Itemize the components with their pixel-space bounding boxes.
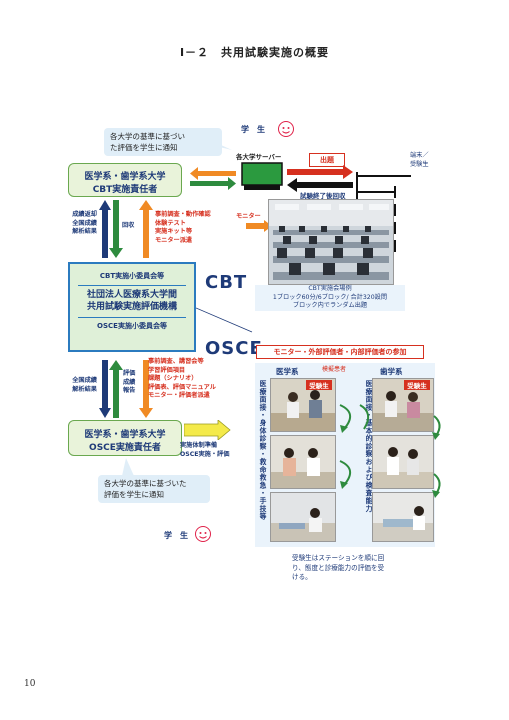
evaluator-box: モニター・外部評価者・内部評価者の参加 (256, 345, 424, 359)
osce-heading: OSCE (205, 338, 263, 359)
terminal-label: 端末／ 受験生 (410, 152, 429, 169)
station-rotation-arrows (339, 404, 370, 489)
cbt-vertical-arrows (99, 200, 153, 258)
collect-label: 試験終了後回収 (300, 192, 346, 200)
arrow-text-line: 体験テスト (155, 219, 186, 227)
caption-line: ブロック内でランダム出題 (292, 302, 368, 310)
arrow-text-line: 実施キット等 (155, 228, 193, 236)
station-note: 受験生はステーションを順に回 り、態度と診療能力の評価を受 ける。 (292, 554, 432, 583)
osce-right-arrow-text: 事前調査、講習会等 学習評価項目 課題（シナリオ） 評価表、評価マニュアル モニ… (148, 358, 216, 401)
osce-notify-bubble: 各大学の基準に基づいた 評価を学生に通知 (98, 475, 210, 503)
bubble-line: た評価を学生に通知 (110, 143, 178, 152)
monitor-label: モニター (236, 213, 261, 220)
terminal-label-line: 端末／ (410, 152, 429, 159)
collect-arrow (287, 178, 353, 192)
section-divider (196, 307, 253, 333)
bubble-pointer (190, 140, 232, 150)
dental-photo-2 (372, 435, 434, 489)
arrow-text-line: 全国成績 (72, 219, 97, 227)
arrow-text-line: 成績 (123, 378, 136, 386)
arrow-text-line: 報告 (123, 387, 136, 395)
arrow-text-line: モニター・評価者派遣 (148, 392, 210, 400)
box-line: CBT実施責任者 (92, 185, 158, 195)
page-title: Ⅰ－２ 共用試験実施の概要 (179, 46, 330, 59)
arrow-text-line: 事前調査、講習会等 (148, 358, 204, 365)
arrow-text-line: 課題（シナリオ） (148, 375, 198, 383)
cbt-student-label: 学 生 (241, 125, 265, 134)
osce-committee-label: OSCE実施小委員会等 (97, 322, 167, 330)
page-number: 10 (24, 679, 36, 689)
note-line: 受験生はステーションを順に回 (292, 554, 385, 562)
arrow-text-line: 評価 (123, 370, 136, 377)
bubble-line: 評価を学生に通知 (104, 490, 164, 499)
caption-line: 1ブロック60分/6ブロック/ 合計320設問 (272, 293, 388, 301)
simulated-patient-label: 模擬患者 (322, 366, 347, 373)
bubble-line: 各大学の基準に基づいた (104, 479, 187, 488)
monitor-arrow (246, 220, 272, 232)
box-line: 医学系・歯学系大学 (84, 430, 166, 440)
smile-icon (278, 121, 294, 137)
univ-server-arrows (190, 167, 236, 190)
implementation-arrow (184, 420, 231, 440)
org-name-line: 社団法人医療系大学間 (86, 290, 177, 300)
bubble-pointer (122, 458, 134, 476)
cbt-right-arrow-text: 事前調査・動作確認 体験テスト 実施キット等 モニター派遣 (155, 211, 211, 245)
server-icon (241, 162, 283, 190)
cbt-photo-caption: CBT実施会場例 1ブロック60分/6ブロック/ 合計320設問 ブロック内でラ… (255, 285, 405, 311)
cbt-committee-label: CBT実施小委員会等 (99, 272, 165, 280)
osce-left-arrow-text: 全国成績 解析結果 (61, 377, 97, 394)
medical-label: 医学系 (276, 367, 299, 376)
arrow-text-line: 全国成績 (72, 377, 97, 384)
arrow-text-line: モニター派遣 (155, 236, 193, 244)
organization-box: CBT実施小委員会等 社団法人医療系大学間 共用試験実施評価機構 OSCE実施小… (68, 262, 196, 352)
impl-label-line: OSCE実施・評価 (180, 450, 230, 458)
cbt-venue-photo (268, 199, 394, 285)
arrow-text-line: 事前調査・動作確認 (155, 211, 211, 218)
box-line: OSCE実施責任者 (89, 443, 161, 453)
medical-vertical-text: 医療面接・身体診察・救命救急・手技等 (258, 380, 266, 521)
terminal-arrows (287, 165, 353, 179)
arrow-text-line: 成績返却 (72, 211, 97, 218)
dental-label: 歯学系 (380, 367, 403, 376)
note-line: ける。 (292, 573, 312, 581)
medical-photo-3 (270, 492, 336, 542)
dental-photo-3 (372, 492, 434, 542)
question-label: 出題 (309, 153, 345, 167)
arrow-text-line: 解析結果 (72, 228, 97, 236)
smile-icon (195, 526, 211, 542)
examinee-tag: 受験生 (306, 380, 332, 390)
osce-vertical-arrows (99, 360, 153, 418)
examinee-tag: 受験生 (404, 380, 430, 390)
arrow-text-line: 学習評価項目 (148, 366, 186, 374)
arrow-text-line: 解析結果 (72, 385, 97, 393)
cbt-left-arrow-text: 成績返却 全国成績 解析結果 (61, 211, 97, 237)
osce-university-box: 医学系・歯学系大学 OSCE実施責任者 (68, 420, 182, 456)
terminal-label-line: 受験生 (410, 160, 429, 168)
box-line: 医学系・歯学系大学 (84, 172, 166, 182)
caption-line: CBT実施会場例 (308, 285, 352, 292)
cbt-mid-arrow-text: 回収 (122, 222, 135, 229)
org-name-line: 共用試験実施評価機構 (86, 302, 177, 312)
osce-student-label: 学 生 (164, 531, 188, 540)
bubble-line: 各大学の基準に基づい (110, 132, 185, 141)
medical-photo-2 (270, 435, 336, 489)
implementation-label: 実施体制準備 OSCE実施・評価 (180, 442, 229, 459)
note-line: り、態度と診療能力の評価を受 (292, 563, 385, 572)
org-name: 社団法人医療系大学間 共用試験実施評価機構 (70, 289, 194, 313)
arrow-text-line: 評価表、評価マニュアル (148, 383, 216, 391)
server-label: 各大学サーバー (236, 153, 282, 161)
dental-rotation-arrows (432, 415, 441, 498)
impl-label-line: 実施体制準備 (180, 442, 218, 449)
cbt-heading: CBT (205, 272, 248, 293)
dental-vertical-text: 医療面接・基本的診察および検査能力 (364, 380, 372, 513)
cbt-university-box: 医学系・歯学系大学 CBT実施責任者 (68, 163, 182, 197)
osce-mid-arrow-text: 評価 成績 報告 (123, 370, 135, 396)
